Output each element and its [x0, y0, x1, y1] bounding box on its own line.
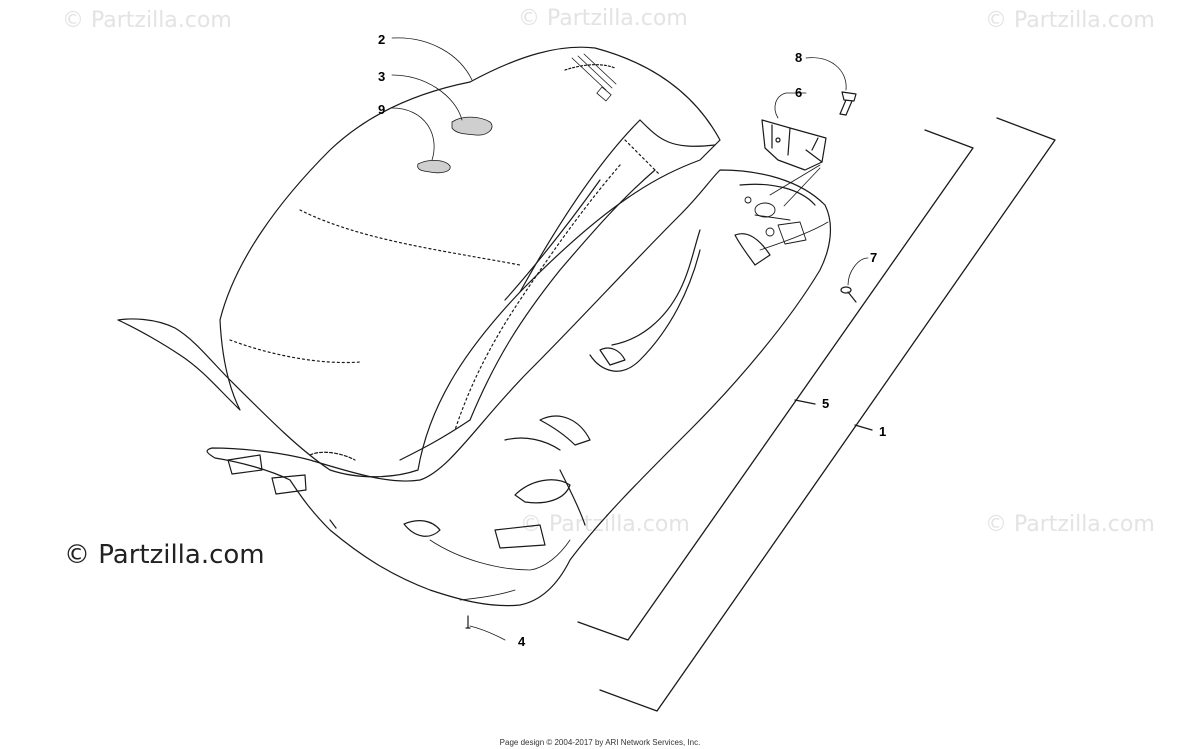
callout-6: 6 [795, 85, 802, 100]
seat-base [206, 169, 831, 607]
latch-mechanism [744, 196, 807, 245]
callout-5: 5 [822, 396, 829, 411]
callout-1: 1 [879, 424, 886, 439]
callout-4: 4 [518, 634, 526, 649]
clip-part-4 [465, 615, 471, 629]
callout-9: 9 [378, 102, 385, 117]
pad-part-9 [417, 160, 451, 174]
seat-cover [117, 46, 721, 478]
screw-part-8 [839, 91, 857, 116]
callout-2: 2 [378, 32, 385, 47]
assembly-bracket-5 [577, 129, 974, 641]
watermark-bottom-right: © Partzilla.com [985, 512, 1155, 537]
rivet-part-7 [840, 286, 857, 303]
pad-part-3 [451, 116, 493, 136]
watermark-top-middle: © Partzilla.com [518, 6, 688, 31]
callout-3: 3 [378, 69, 385, 84]
watermark-middle: © Partzilla.com [520, 512, 690, 537]
bracket-part-6 [761, 119, 827, 171]
assembly-bracket-1 [599, 117, 1056, 712]
watermark-left-bold: © Partzilla.com [64, 540, 265, 570]
callout-7: 7 [870, 250, 877, 265]
seat-logo-decal [571, 53, 617, 102]
footer-copyright: Page design © 2004-2017 by ARI Network S… [499, 738, 701, 747]
callout-8: 8 [795, 50, 802, 65]
watermark-top-right: © Partzilla.com [985, 8, 1155, 33]
watermark-top-left: © Partzilla.com [62, 8, 232, 33]
leader-lines [391, 37, 869, 641]
